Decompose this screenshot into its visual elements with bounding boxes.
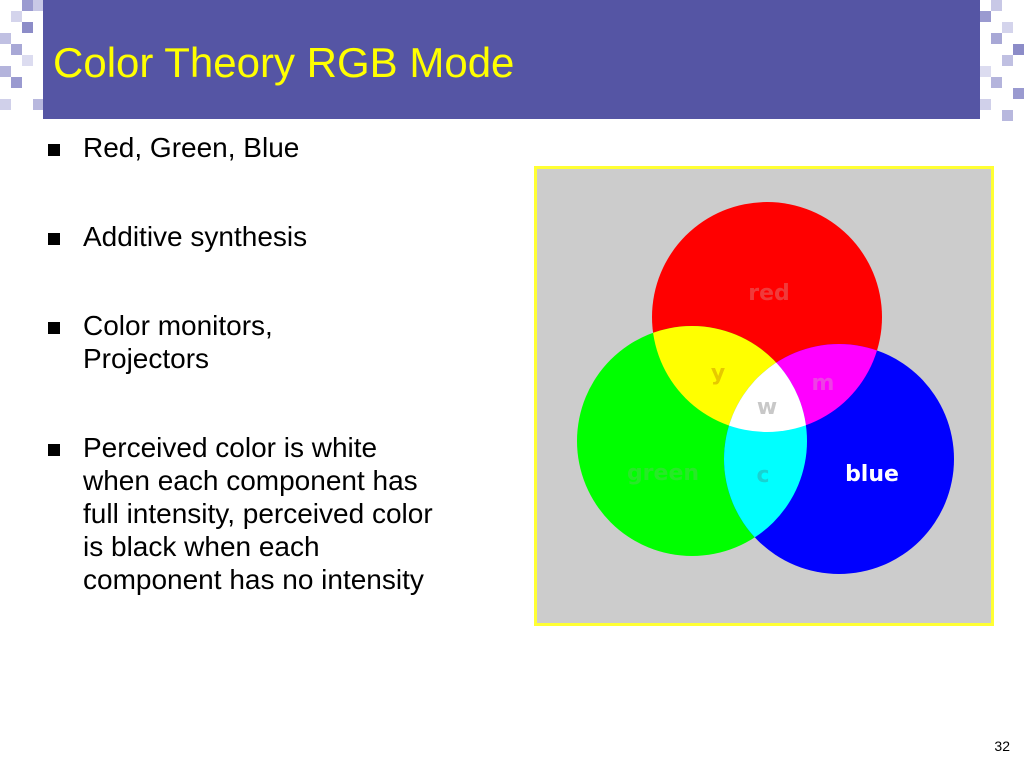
bullet-item: Color monitors, Projectors (40, 309, 333, 375)
bullet-text: Color monitors, Projectors (83, 310, 273, 374)
bullet-item: Red, Green, Blue (40, 131, 480, 164)
rgb-venn-diagram: red y m w green c blue (577, 202, 954, 574)
title-bar (43, 0, 980, 119)
label-blue: blue (845, 462, 899, 487)
square-bullet-icon (48, 322, 60, 334)
label-magenta: m (812, 371, 835, 396)
square-bullet-icon (48, 444, 60, 456)
label-yellow: y (711, 361, 725, 386)
square-bullet-icon (48, 144, 60, 156)
white-overlap (724, 344, 807, 432)
bullet-item: Perceived color is white when each compo… (40, 431, 443, 596)
bullet-text: Perceived color is white when each compo… (83, 432, 433, 595)
label-cyan: c (756, 463, 769, 488)
label-green: green (627, 461, 699, 486)
bullet-text: Red, Green, Blue (83, 132, 300, 163)
bullet-item: Additive synthesis (40, 220, 480, 253)
corner-decoration-left (0, 0, 44, 124)
slide-number: 32 (994, 738, 1010, 754)
label-white: w (757, 395, 777, 420)
yellow-overlap (652, 326, 807, 432)
square-bullet-icon (48, 233, 60, 245)
corner-decoration-right (980, 0, 1024, 124)
bullet-text: Additive synthesis (83, 221, 308, 252)
rgb-venn-figure: red y m w green c blue (534, 166, 994, 626)
label-red: red (748, 281, 790, 306)
slide-title: Color Theory RGB Mode (53, 39, 515, 86)
bullet-list: Red, Green, Blue Additive synthesis Colo… (40, 131, 480, 652)
